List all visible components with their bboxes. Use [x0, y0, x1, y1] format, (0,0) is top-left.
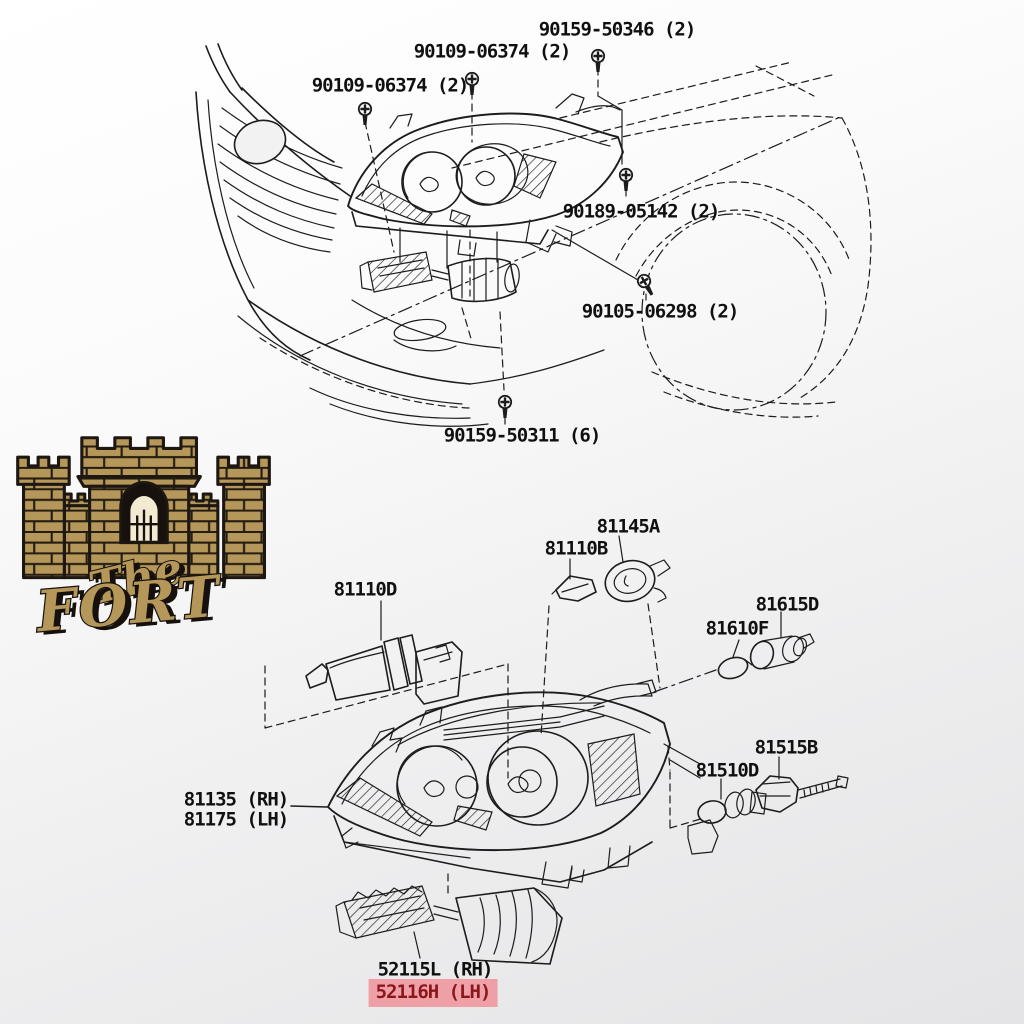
part-label-81510D: 81510D: [695, 759, 760, 782]
part-label-52116H-LH-highlighted: 52116H (LH): [368, 979, 498, 1007]
castle-window: [119, 481, 169, 545]
part-label-81610F: 81610F: [705, 617, 770, 640]
castle-icon: [16, 436, 271, 580]
part-label-81135-RH: 81135 (RH): [183, 788, 289, 811]
part-label-81110B: 81110B: [544, 537, 609, 560]
part-label-52115L-RH: 52115L (RH): [377, 958, 494, 981]
part-label-90159-50311: 90159-50311 (6): [443, 424, 602, 447]
part-label-90109-06374-right: 90109-06374 (2): [413, 40, 572, 63]
top-diagram-headlamp-assembly: [347, 93, 639, 281]
castle-logo-graphic: The The FORT FORT: [16, 436, 271, 638]
part-label-81175-LH: 81175 (LH): [183, 808, 289, 831]
part-label-81145A: 81145A: [596, 515, 661, 538]
part-label-81110D: 81110D: [333, 578, 398, 601]
the-fort-watermark-logo: The The FORT FORT: [8, 424, 280, 638]
bottom-diagram-bulbs-and-sockets: [264, 535, 849, 829]
part-label-90159-50346: 90159-50346 (2): [538, 18, 697, 41]
part-label-90109-06374-left: 90109-06374 (2): [311, 74, 470, 97]
bottom-diagram-headlamp-assembly: [327, 679, 719, 889]
part-label-81515B: 81515B: [754, 736, 819, 759]
top-diagram-car-front: [195, 43, 872, 427]
part-label-81615D: 81615D: [755, 593, 820, 616]
part-label-90105-06298: 90105-06298 (2): [581, 300, 740, 323]
top-diagram-leveling-bracket-parts: [359, 227, 520, 391]
top-diagram-screws: [357, 48, 659, 425]
phillips-screw-icon: [618, 167, 634, 193]
part-label-90189-05142: 90189-05142 (2): [562, 200, 721, 223]
bottom-diagram-retainer-bracket-52115: [335, 873, 563, 965]
